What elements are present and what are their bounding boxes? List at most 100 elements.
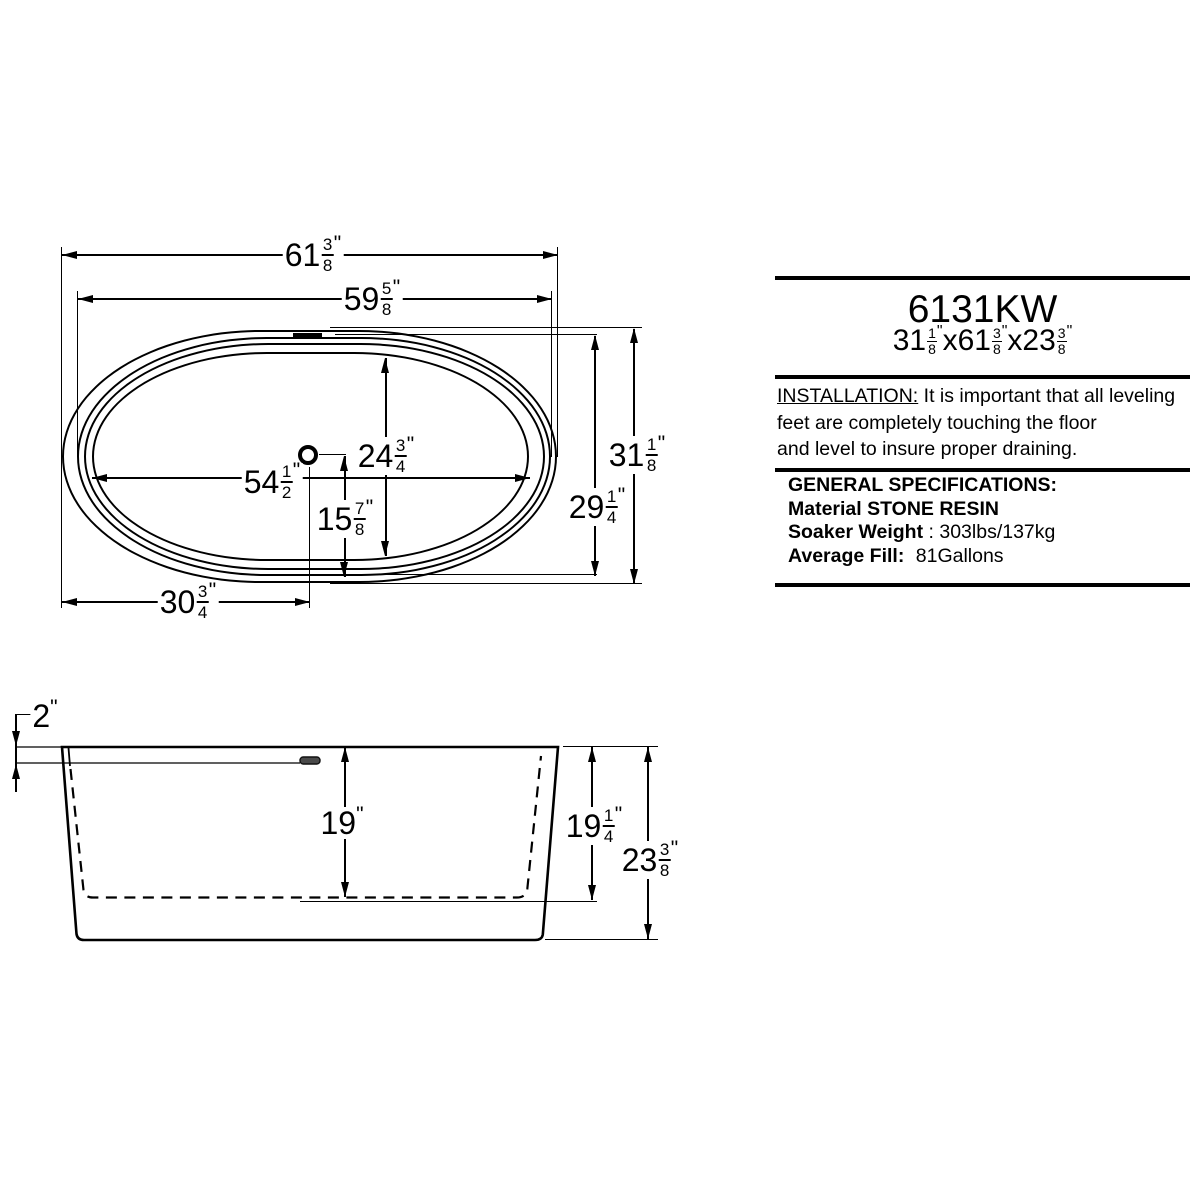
spec-soaker-weight: Soaker Weight : 303lbs/137kg <box>788 521 1056 543</box>
dim-whole: 29 <box>568 489 605 525</box>
inch-mark: " <box>1066 323 1073 340</box>
dimline-basin-length <box>92 477 530 479</box>
installation-line1: It is important that all leveling <box>923 385 1176 407</box>
inch-mark: " <box>657 432 666 455</box>
dimline-rim-width <box>594 336 596 576</box>
inch-mark: " <box>617 484 626 507</box>
arrow-left-icon <box>78 294 93 303</box>
arrow-up-icon <box>340 456 348 471</box>
arrow-down-icon <box>340 882 349 897</box>
installation-line3: and level to insure proper draining. <box>777 438 1078 460</box>
general-specifications: GENERAL SPECIFICATIONS: Material STONE R… <box>788 474 1188 568</box>
dim-whole: 54 <box>243 464 280 500</box>
ext-bottom-outer <box>330 582 642 584</box>
arrow-down-icon <box>629 569 638 584</box>
ext-right-outer <box>557 247 559 457</box>
installation-label: INSTALLATION: <box>777 385 919 407</box>
dim-whole: 2 <box>32 698 51 734</box>
ext-top-rim <box>335 334 597 336</box>
dim-whole: 59 <box>343 281 380 317</box>
panel-rule-bottom <box>775 583 1190 587</box>
dim-whole: 19 <box>320 805 357 841</box>
arrow-right-icon <box>515 473 530 482</box>
inch-mark: " <box>670 837 679 860</box>
dim-whole: 24 <box>357 438 394 474</box>
tick-2in <box>15 714 32 716</box>
spec-material: Material STONE RESIN <box>788 497 999 520</box>
tub-basin-edge <box>92 352 529 561</box>
ext-basin-bottom <box>300 901 597 903</box>
inch-mark: " <box>365 496 374 519</box>
dimline-rim-to-overflow <box>15 715 17 792</box>
inch-mark: " <box>406 433 415 456</box>
drain-extension-line <box>309 467 311 608</box>
panel-rule-3 <box>775 468 1190 472</box>
dimline-rim-length <box>78 298 552 300</box>
dim-whole: 15 <box>316 501 353 537</box>
dim-whole: 31 <box>608 437 645 473</box>
dim-whole: 61 <box>284 237 321 273</box>
arrow-down-icon <box>643 924 652 939</box>
dim-basin-depth: 19 " <box>318 803 366 841</box>
ext-left-outer <box>61 247 63 608</box>
installation-note: INSTALLATION: It is important that all l… <box>777 383 1182 463</box>
ext-floor <box>545 939 658 941</box>
ext-top-outer <box>330 327 642 329</box>
arrow-up-icon <box>381 358 389 373</box>
arrow-down-icon <box>590 561 599 576</box>
arrow-left-icon <box>92 473 107 482</box>
arrow-down-icon <box>340 562 348 577</box>
dim-whole: 23 <box>621 842 658 878</box>
tub-rim-inner <box>84 343 545 570</box>
drain-leader-line <box>319 454 346 456</box>
inch-mark: " <box>614 803 623 826</box>
overflow-drain-symbol <box>299 756 321 765</box>
inch-mark: " <box>50 696 58 719</box>
ext-bottom-rim <box>335 574 597 576</box>
tub-inner-dashed-line <box>69 755 543 899</box>
specs-title: GENERAL SPECIFICATIONS: <box>788 474 1058 496</box>
inch-mark: " <box>208 579 217 602</box>
arrow-down-icon <box>11 731 20 746</box>
inch-mark: " <box>333 232 342 255</box>
arrow-up-icon <box>629 328 638 343</box>
panel-rule-top <box>775 276 1190 280</box>
arrow-left-icon <box>62 250 77 259</box>
arrow-left-icon <box>62 597 77 606</box>
arrow-down-icon <box>381 541 389 556</box>
inch-mark: " <box>356 803 364 826</box>
inch-mark: " <box>936 323 943 340</box>
ext-left-rim <box>77 291 79 457</box>
ext-right-rim <box>551 291 553 457</box>
arrow-up-icon <box>340 747 349 762</box>
tub-profile-outline <box>60 745 560 942</box>
panel-rule-2 <box>775 375 1190 379</box>
dim-whole: 30 <box>159 584 196 620</box>
arrow-up-icon <box>11 764 20 779</box>
size-separator: x <box>1007 324 1023 357</box>
installation-line2: feet are completely touching the floor <box>777 411 1097 434</box>
arrow-right-icon <box>543 250 558 259</box>
inch-mark: " <box>292 459 301 482</box>
dim-whole: 19 <box>565 808 602 844</box>
